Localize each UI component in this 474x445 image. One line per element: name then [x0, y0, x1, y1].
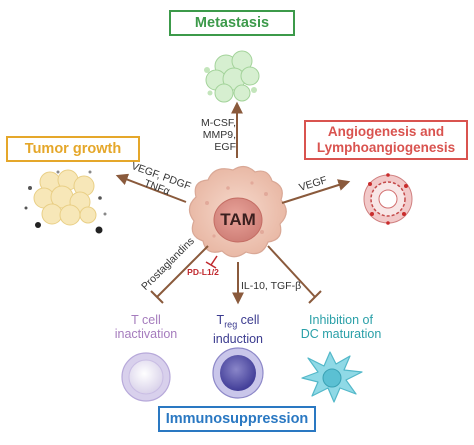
t-cell-caption: T cell inactivation: [106, 313, 186, 341]
treg-caption-line1: Treg cell: [198, 313, 278, 332]
metastasis-title: Metastasis: [194, 15, 270, 31]
arrow-tumor-growth: [115, 173, 187, 203]
metastasis-factors: M-CSF, MMP9, EGF: [196, 117, 236, 153]
treg-cell-icon: [212, 347, 264, 399]
tam-label: TAM: [220, 210, 256, 229]
immunosuppression-box: Immunosuppression: [158, 406, 316, 432]
t-cell-caption-line2: inactivation: [114, 327, 178, 341]
treg-caption-prefix: T: [216, 313, 225, 327]
blood-vessel-icon: [363, 173, 413, 225]
arrow-angiogenesis: [281, 179, 351, 204]
inhibit-dc: [267, 245, 322, 304]
dendritic-cell-icon: [301, 351, 363, 403]
metastasis-box: Metastasis: [169, 10, 295, 36]
treg-caption: Treg cell induction: [198, 313, 278, 346]
dc-caption-line1: Inhibition of: [309, 313, 373, 327]
treg-factors: IL-10, TGF-β: [241, 280, 302, 292]
t-cell-icon: [121, 352, 171, 402]
metastasis-factor-3: EGF: [214, 141, 236, 153]
tumor-spheroid-icon: [24, 169, 107, 234]
tumor-growth-box: Tumor growth: [6, 136, 140, 162]
pdl-label: PD-L1/2: [187, 267, 219, 277]
immunosuppression-title: Immunosuppression: [165, 411, 309, 427]
tumor-growth-title: Tumor growth: [24, 141, 122, 157]
inhibit-t-cell: [150, 245, 209, 304]
treg-caption-line2: induction: [212, 331, 264, 346]
treg-caption-sub: reg: [224, 319, 238, 330]
tam-cell-icon: [188, 165, 287, 258]
angiogenesis-title-line1: Angiogenesis and: [327, 124, 445, 139]
metastasis-factor-2: MMP9,: [202, 129, 236, 141]
treg-caption-suffix: cell: [237, 313, 260, 327]
t-cell-caption-line1: T cell: [131, 313, 161, 327]
metastasis-cluster-icon: [204, 50, 260, 103]
pdl-marker: [205, 255, 218, 269]
angiogenesis-box: Angiogenesis and Lymphoangiogenesis: [304, 120, 468, 160]
dc-caption: Inhibition of DC maturation: [286, 313, 396, 341]
angiogenesis-title-line2: Lymphoangiogenesis: [316, 140, 456, 155]
metastasis-factor-1: M-CSF,: [201, 117, 236, 129]
dc-caption-line2: DC maturation: [300, 327, 382, 341]
